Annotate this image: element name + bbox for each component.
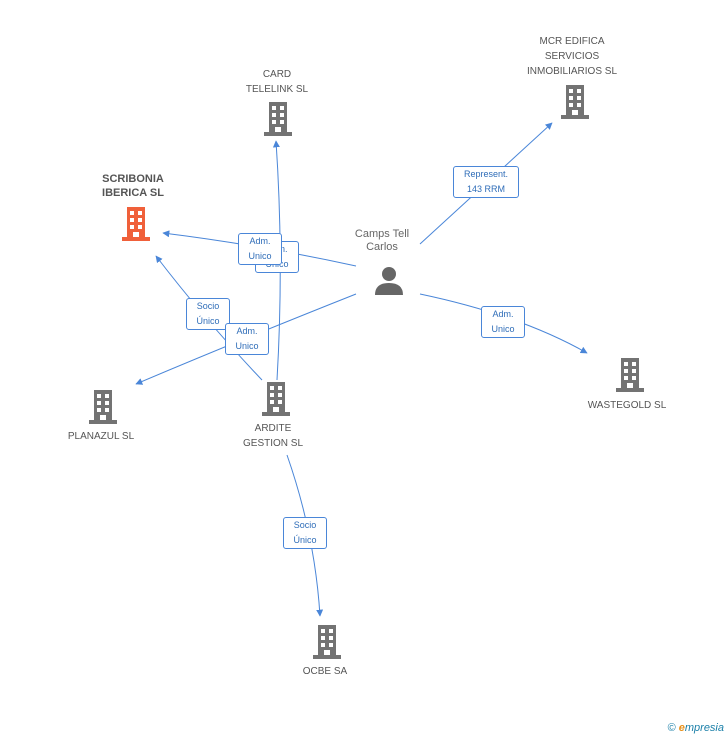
scribonia-iberica-label[interactable]: SCRIBONIA IBERICA SL: [102, 173, 164, 199]
wastegold-building-icon[interactable]: [616, 358, 644, 392]
camps-tell-label[interactable]: Camps Tell Carlos: [354, 228, 410, 253]
ocbe-label[interactable]: OCBE SA: [302, 666, 348, 677]
mcr-edifica-building-icon[interactable]: [561, 85, 589, 119]
edge-label-adm-wastegold: Adm. Unico: [481, 306, 525, 338]
wastegold-label[interactable]: WASTEGOLD SL: [587, 400, 667, 411]
edge-label-represent-mcr: Represent. 143 RRM: [453, 166, 519, 198]
edge-label-adm-planazul: Adm. Unico: [225, 323, 269, 355]
card-telelink-building-icon[interactable]: [264, 102, 292, 136]
mcr-edifica-label[interactable]: MCR EDIFICA SERVICIOS INMOBILIARIOS SL: [526, 36, 618, 77]
ardite-gestion-building-icon[interactable]: [262, 382, 290, 416]
edge-label-socio-scribonia: Socio Único: [186, 298, 230, 330]
planazul-label[interactable]: PLANAZUL SL: [67, 431, 135, 442]
camps-tell-person-icon[interactable]: [375, 267, 403, 295]
card-telelink-label[interactable]: CARD TELELINK SL: [245, 69, 309, 95]
ardite-gestion-label[interactable]: ARDITE GESTION SL: [242, 423, 304, 449]
planazul-building-icon[interactable]: [89, 390, 117, 424]
scribonia-iberica-building-icon[interactable]: [122, 207, 150, 241]
ocbe-building-icon[interactable]: [313, 625, 341, 659]
copyright-symbol: ©: [667, 722, 676, 734]
edge-label-adm-scribonia: Adm. Unico: [238, 233, 282, 265]
brand-initial: e: [678, 722, 685, 734]
edge-label-socio-ocbe: Socio Único: [283, 517, 327, 549]
empresia-watermark: © empresia: [668, 722, 724, 734]
brand-name: mpresia: [684, 722, 724, 734]
